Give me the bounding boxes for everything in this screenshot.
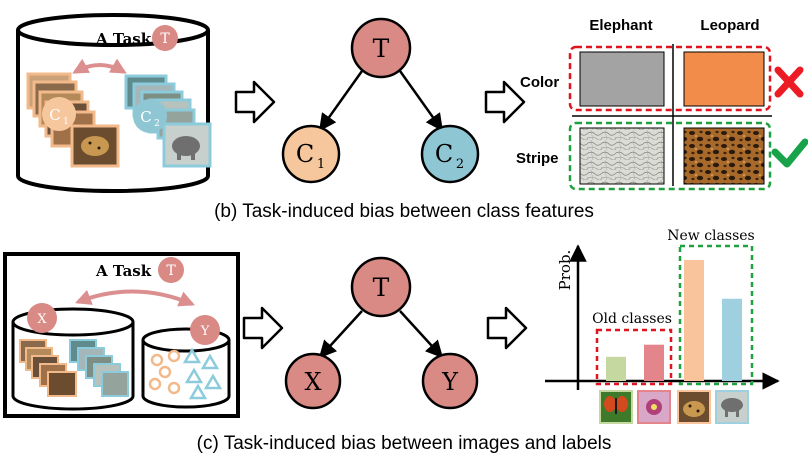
x-image-stack (19, 339, 129, 397)
svg-text:T: T (373, 34, 390, 63)
old-classes-dashed-box (595, 328, 673, 386)
svg-text:X: X (37, 312, 47, 327)
svg-text:T: T (373, 273, 390, 302)
class-thumbnail-butterfly (599, 390, 633, 424)
svg-text:C: C (140, 108, 151, 126)
bottom-causal-graph: T X Y (284, 256, 479, 410)
svg-text:C: C (296, 140, 314, 168)
bar-new-1 (684, 260, 704, 381)
new-classes-dashed-box (678, 244, 754, 386)
graph-node-t-bottom: T (350, 256, 412, 318)
class-thumbnail-elephant (715, 390, 749, 424)
leopard-fur-texture (683, 127, 765, 185)
bottom-task-node: T (158, 257, 184, 283)
stripe-row-green-dashed-box (568, 121, 772, 191)
class-thumbnail-flower (637, 390, 671, 424)
label-shapes (148, 347, 223, 400)
hollow-arrow-icon (486, 306, 528, 350)
top-task-label: A Task (95, 30, 152, 48)
elephant-skin-texture (579, 127, 665, 185)
graph-node-c1: C 1 (281, 124, 341, 184)
bar-old-1 (606, 356, 626, 381)
leopard-color-swatch (683, 51, 765, 107)
bar-old-2 (644, 344, 664, 381)
hollow-arrow-icon (484, 80, 526, 124)
c2-node-small: C 2 (133, 99, 167, 133)
check-mark-icon (771, 138, 808, 168)
labels-cylinder (141, 327, 231, 409)
hollow-arrow-icon (234, 80, 276, 124)
caption-b: (b) Task-induced bias between class feat… (214, 201, 594, 222)
top-causal-graph: T C 1 C 2 (281, 17, 480, 184)
color-row-red-dashed-box (568, 45, 772, 112)
caption-c: (c) Task-induced bias between images and… (197, 433, 612, 454)
svg-text:X: X (304, 368, 321, 396)
elephant-color-swatch (579, 51, 665, 107)
graph-node-y: Y (421, 352, 479, 410)
svg-text:2: 2 (456, 157, 464, 172)
svg-text:1: 1 (63, 117, 69, 127)
y-axis-label: Prob. (556, 250, 574, 291)
probability-bar-chart: Prob. Old classes New classes (545, 228, 780, 424)
c1-node-small: C 1 (42, 97, 76, 131)
svg-text:Y: Y (441, 368, 459, 396)
graph-node-x: X (284, 352, 342, 410)
row-label-color: Color (520, 74, 559, 91)
top-task-node: T (152, 25, 178, 51)
svg-text:Y: Y (200, 324, 210, 339)
hollow-arrow-icon (242, 306, 284, 350)
old-classes-label: Old classes (592, 311, 672, 327)
svg-text:C: C (49, 106, 60, 124)
row-label-stripe: Stripe (516, 150, 559, 167)
svg-text:2: 2 (154, 119, 160, 129)
class-thumbnail-leopard (677, 390, 711, 424)
svg-text:T: T (166, 263, 176, 279)
x-node-small: X (27, 303, 57, 333)
cross-mark-icon (774, 66, 804, 98)
graph-node-c2: C 2 (420, 124, 480, 184)
x-y-bias-arrow (75, 289, 195, 307)
svg-text:1: 1 (317, 157, 325, 172)
bar-new-2 (722, 298, 742, 381)
new-classes-label: New classes (667, 228, 754, 244)
svg-text:T: T (160, 31, 170, 47)
column-header-leopard: Leopard (700, 17, 759, 34)
bottom-task-label: A Task (95, 262, 152, 280)
c1-c2-bias-arrow (72, 58, 127, 74)
graph-node-t-top: T (350, 17, 412, 79)
svg-text:C: C (435, 140, 453, 168)
column-header-elephant: Elephant (589, 17, 652, 34)
y-node-small: Y (190, 315, 220, 345)
